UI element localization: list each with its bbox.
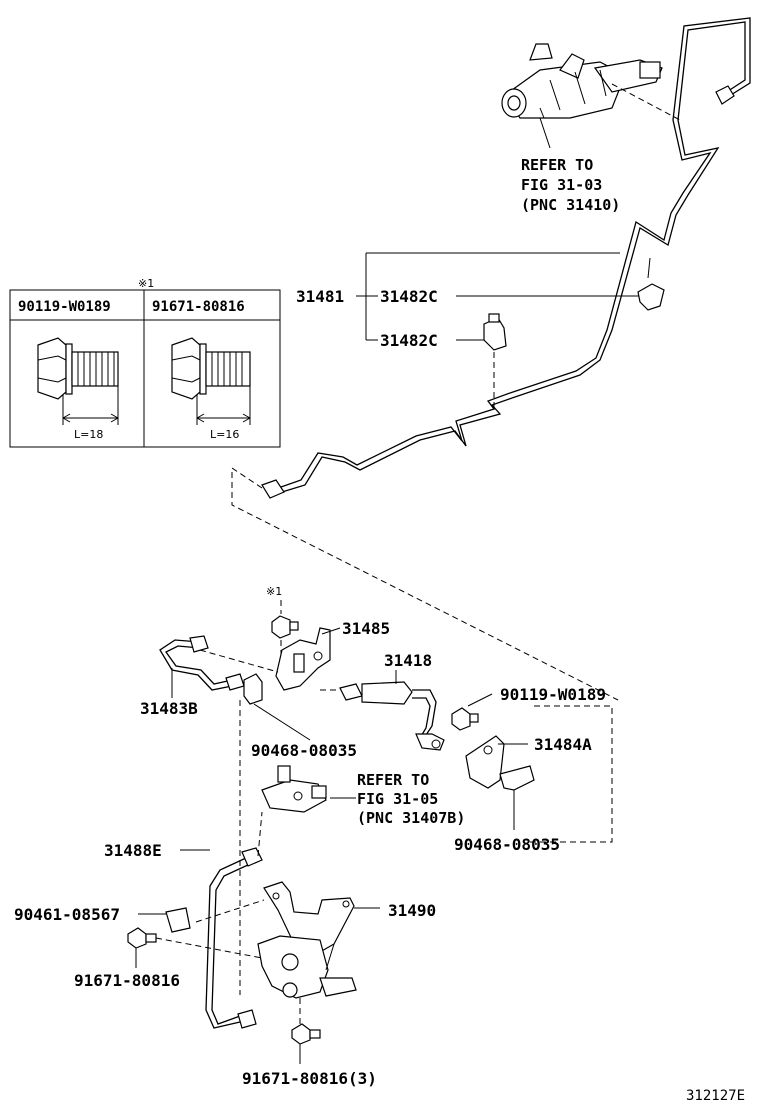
clip-90468-lower <box>499 765 535 791</box>
callout-31488e: 31488E <box>104 841 162 860</box>
refer-top-line2: FIG 31-03 <box>521 176 602 194</box>
bracket-31485 <box>275 627 331 691</box>
callout-31482c-upper: 31482C <box>380 287 438 306</box>
callout-31482c-lower: 31482C <box>380 331 438 350</box>
callout-31483b: 31483B <box>140 699 198 718</box>
bolt-table-col2-length: L=16 <box>210 428 239 441</box>
callout-31484a: 31484A <box>534 735 592 754</box>
callout-31418: 31418 <box>384 651 432 670</box>
callout-91671-bottom: 91671-80816(3) <box>242 1069 377 1088</box>
bracket-31484a <box>465 735 505 789</box>
refer-top-line3: (PNC 31410) <box>521 196 620 214</box>
refer-mid-line1: REFER TO <box>357 771 429 789</box>
callout-31485: 31485 <box>342 619 390 638</box>
bolt-table-mark: ※1 <box>138 277 154 290</box>
clip-31482c-upper <box>637 257 665 311</box>
bolt-table-col2-header: 91671-80816 <box>152 299 245 315</box>
refer-mid-line3: (PNC 31407B) <box>357 809 465 827</box>
valve-block <box>261 765 327 813</box>
hose-31418 <box>339 681 445 751</box>
master-cylinder-drawing <box>501 43 663 119</box>
callout-90119: 90119-W0189 <box>500 685 606 704</box>
callout-91671-left: 91671-80816 <box>74 971 180 990</box>
note-mark: ※1 <box>266 585 282 598</box>
clamp-90461 <box>165 907 191 933</box>
callout-31481: 31481 <box>296 287 344 306</box>
bolt-90119 <box>451 707 479 731</box>
load-sensing-valve-31490 <box>257 881 357 999</box>
refer-top-line1: REFER TO <box>521 156 593 174</box>
bolt-90119-drawing <box>37 337 119 425</box>
bolt-table: ※1 90119-W0189 91671-80816 L=18 L=16 <box>9 277 281 448</box>
callout-90468-lower: 90468-08035 <box>454 835 560 854</box>
callout-90468-upper: 90468-08035 <box>251 741 357 760</box>
refer-note-mid: REFER TO FIG 31-05 (PNC 31407B) <box>357 771 465 827</box>
clip-90468-upper <box>243 673 263 705</box>
bolt-91671-drawing <box>171 337 251 425</box>
clip-31482c-lower <box>483 313 507 351</box>
refer-note-top: REFER TO FIG 31-03 (PNC 31410) <box>521 156 620 214</box>
bolt-mark-1 <box>271 615 299 639</box>
figure-id: 312127E <box>686 1088 745 1104</box>
callout-90461: 90461-08567 <box>14 905 120 924</box>
bolt-table-col1-length: L=18 <box>74 428 103 441</box>
callout-31490: 31490 <box>388 901 436 920</box>
refer-mid-line2: FIG 31-05 <box>357 790 438 808</box>
bolt-91671-bottom <box>291 1023 321 1045</box>
bolt-table-col1-header: 90119-W0189 <box>18 299 111 315</box>
bolt-91671-left <box>127 927 157 949</box>
